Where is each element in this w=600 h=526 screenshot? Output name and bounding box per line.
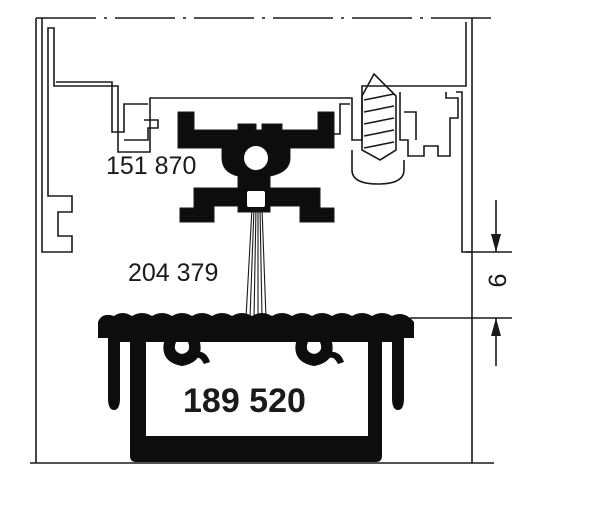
screw-body xyxy=(361,72,397,161)
carrier-screw-channel xyxy=(244,146,268,170)
upper-profile-code: 151 870 xyxy=(106,152,197,180)
clip-hook-left xyxy=(163,342,201,366)
dim-arrow-top xyxy=(491,234,501,252)
brush-holder-slot xyxy=(245,189,267,209)
frame-profile-lip xyxy=(124,119,159,141)
clip-hook-left-tip xyxy=(196,351,210,364)
dim-arrow-bottom xyxy=(491,318,501,336)
dimension-label: 9 xyxy=(482,273,511,288)
frame-profile-outline xyxy=(41,18,467,253)
base-bottom-rail xyxy=(146,436,368,444)
bottom-profile-code: 189 520 xyxy=(183,382,306,420)
brush-seal-code: 204 379 xyxy=(128,259,219,287)
frame-profile-lip-right xyxy=(330,103,350,135)
clip-hook-right xyxy=(295,342,333,366)
frame-profile-inner xyxy=(56,81,148,133)
screw-threads xyxy=(363,93,395,149)
brush-seal-204379 xyxy=(245,207,267,319)
right-hook-inner xyxy=(404,111,417,140)
right-hook-profile xyxy=(399,92,459,157)
clip-hook-right-tip xyxy=(328,351,344,364)
screw-head xyxy=(351,150,405,185)
